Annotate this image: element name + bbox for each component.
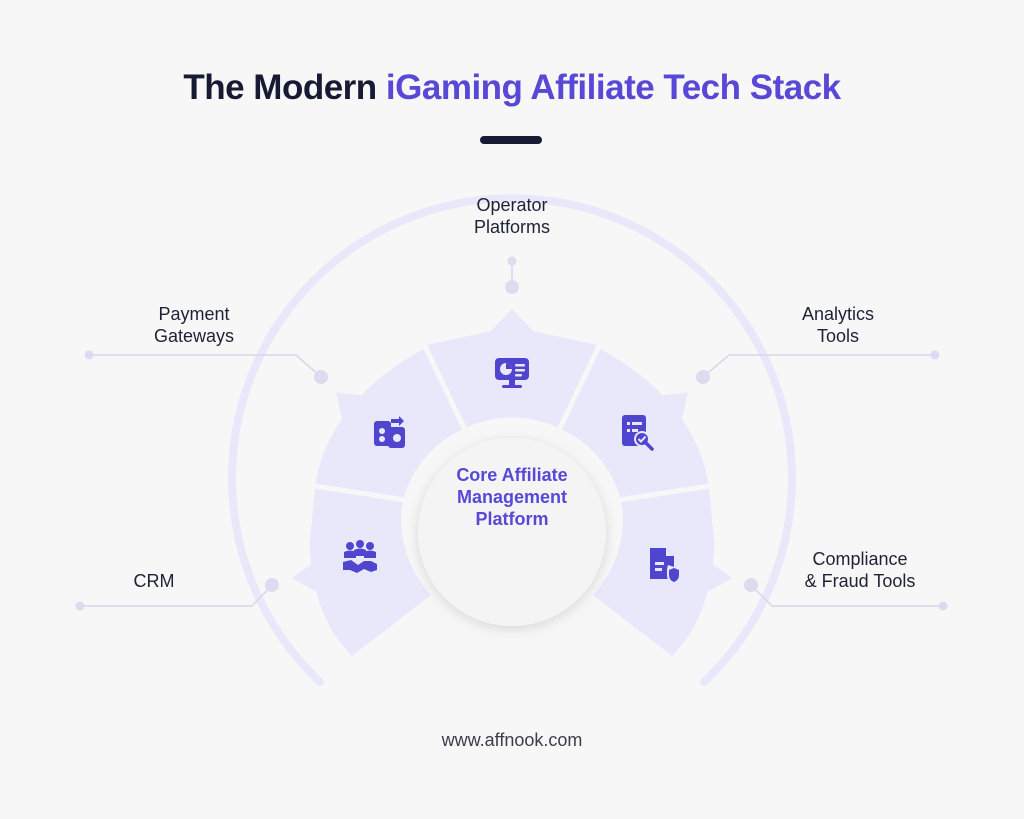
- dot-crm-end: [75, 601, 85, 611]
- dot-compliance-end: [938, 601, 948, 611]
- pointer-analytics: [652, 392, 688, 428]
- payment-exchange-icon: [374, 416, 405, 448]
- connector-lines: [80, 261, 943, 607]
- connector-dots: [75, 256, 948, 611]
- core-line: Core Affiliate: [456, 465, 568, 485]
- divider-4: [618, 482, 717, 503]
- core-circle: [418, 438, 606, 626]
- divider-3: [307, 482, 406, 503]
- label-line: Tools: [816, 326, 860, 346]
- label-analytics-tools: Analytics Tools: [738, 303, 938, 347]
- core-label: Core Affiliate Management Platform: [422, 464, 602, 530]
- core-line: Management: [456, 487, 568, 507]
- dot-payment-end: [84, 350, 94, 360]
- title-part-accent: iGaming Affiliate Tech Stack: [385, 68, 841, 107]
- segment-pointers: [292, 392, 732, 596]
- label-line: & Fraud Tools: [804, 571, 916, 591]
- segment-dividers: [307, 338, 717, 503]
- outer-arc: [228, 194, 796, 686]
- pointer-compliance: [701, 558, 732, 596]
- document-shield-icon: [650, 548, 681, 585]
- pointer-crm: [292, 558, 323, 596]
- dot-analytics-end: [930, 350, 940, 360]
- label-line: Gateways: [153, 326, 235, 346]
- label-line: Operator: [476, 195, 548, 215]
- dot-operator-arc: [505, 280, 519, 294]
- label-line: Payment: [158, 304, 230, 324]
- footer-url: www.affnook.com: [441, 730, 583, 750]
- label-line: CRM: [133, 571, 175, 591]
- pointer-payment: [336, 392, 372, 428]
- dot-operator-end: [507, 256, 517, 266]
- dot-compliance-arc: [744, 578, 758, 592]
- label-compliance-fraud-tools: Compliance & Fraud Tools: [760, 548, 960, 592]
- report-search-icon: [622, 415, 654, 451]
- label-operator-platforms: Operator Platforms: [412, 194, 612, 238]
- label-line: Platforms: [473, 217, 551, 237]
- label-payment-gateways: Payment Gateways: [94, 303, 294, 347]
- dot-crm-arc: [265, 578, 279, 592]
- title-part-dark: The Modern: [183, 68, 386, 107]
- divider-1: [419, 338, 469, 434]
- divider-2: [555, 338, 605, 434]
- monitor-chart-icon: [495, 358, 529, 388]
- connector-crm: [80, 584, 273, 607]
- dot-payment-arc: [314, 370, 328, 384]
- page-title: The Modern iGaming Affiliate Tech Stack: [0, 68, 1024, 108]
- team-handshake-icon: [343, 540, 377, 573]
- label-line: Analytics: [801, 304, 875, 324]
- dot-analytics-arc: [696, 370, 710, 384]
- core-line: Platform: [475, 509, 549, 529]
- connector-analytics: [702, 354, 935, 378]
- label-crm: CRM: [84, 570, 224, 592]
- connector-compliance: [750, 584, 943, 607]
- title-underline: [480, 136, 542, 144]
- connector-payment: [89, 354, 322, 378]
- label-line: Compliance: [812, 549, 908, 569]
